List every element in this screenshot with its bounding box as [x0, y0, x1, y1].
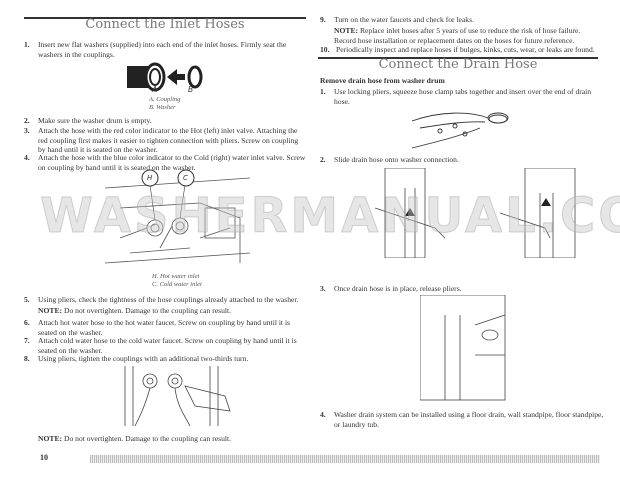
- step-item: 4. Attach the hose with the blue color i…: [24, 153, 306, 172]
- caption-coupling: A. Coupling: [149, 96, 181, 103]
- step-number: 1.: [24, 40, 30, 49]
- note-text: Replace inlet hoses after 5 years of use…: [334, 26, 581, 45]
- section-title-drain-hose: Connect the Drain Hose: [378, 57, 538, 72]
- faucet-pliers-illustration: [115, 366, 240, 428]
- step-number: 3.: [320, 284, 326, 293]
- caption-washer: B. Washer: [149, 104, 176, 111]
- step-number: 2.: [320, 155, 326, 164]
- step-item: 10. Periodically inspect and replace hos…: [320, 45, 619, 55]
- step-text: Using pliers, check the tightness of the…: [38, 295, 299, 304]
- section-rule: [24, 17, 306, 19]
- note: NOTE: Replace inlet hoses after 5 years …: [334, 26, 602, 45]
- step-text: Use locking pliers, squeeze hose clamp t…: [334, 87, 592, 106]
- step-number: 1.: [320, 87, 326, 96]
- step-text: Make sure the washer drum is empty.: [38, 116, 152, 125]
- step-item: 7. Attach cold water hose to the cold wa…: [24, 336, 306, 355]
- step-item: 1. Insert new flat washers (supplied) in…: [24, 40, 306, 59]
- step-number: 10.: [320, 45, 330, 54]
- note-text: Do not overtighten. Damage to the coupli…: [63, 434, 231, 443]
- note-label: NOTE:: [38, 306, 63, 315]
- footer-bar: [90, 455, 600, 463]
- label-b: B: [188, 85, 194, 94]
- step-item: 3. Once drain hose is in place, release …: [320, 284, 606, 294]
- caption-cold-inlet: C. Cold water inlet: [152, 281, 202, 288]
- step-item: 4. Washer drain system can be installed …: [320, 410, 606, 429]
- coupling-washer-illustration: [125, 58, 215, 98]
- step-number: 9.: [320, 15, 326, 24]
- step-number: 3.: [24, 126, 30, 135]
- step-text: Once drain hose is in place, release pli…: [334, 284, 462, 293]
- locking-pliers-illustration: [410, 106, 510, 151]
- page-number: 10: [40, 453, 48, 462]
- step-item: 5. Using pliers, check the tightness of …: [24, 295, 306, 305]
- label-a: A: [152, 85, 158, 94]
- step-number: 4.: [320, 410, 326, 419]
- watermark: WASHERMANUAL.COM: [40, 188, 620, 244]
- step-item: 2. Make sure the washer drum is empty.: [24, 116, 306, 126]
- step-text: Attach hot water hose to the hot water f…: [38, 318, 291, 337]
- step-number: 7.: [24, 336, 30, 345]
- step-number: 6.: [24, 318, 30, 327]
- step-item: 3. Attach the hose with the red color in…: [24, 126, 306, 155]
- step-number: 2.: [24, 116, 30, 125]
- step-text: Insert new flat washers (supplied) into …: [38, 40, 287, 59]
- step-number: 4.: [24, 153, 30, 162]
- label-c: C: [183, 174, 188, 182]
- step-text: Attach the hose with the blue color indi…: [38, 153, 306, 172]
- step-text: Periodically inspect and replace hoses i…: [336, 45, 595, 54]
- section-rule: [318, 57, 598, 59]
- label-h: H: [147, 174, 153, 182]
- subheading: Remove drain hose from washer drum: [320, 76, 445, 85]
- note-text: Do not overtighten. Damage to the coupli…: [63, 306, 231, 315]
- slide-drain-hose-illustration: [374, 167, 585, 259]
- drain-hose-in-place-illustration: [419, 294, 510, 403]
- step-text: Washer drain system can be installed usi…: [334, 410, 604, 429]
- step-text: Turn on the water faucets and check for …: [334, 15, 474, 24]
- step-item: 1. Use locking pliers, squeeze hose clam…: [320, 87, 606, 106]
- caption-hot-inlet: H. Hot water inlet: [152, 273, 200, 280]
- step-number: 5.: [24, 295, 30, 304]
- step-item: 9. Turn on the water faucets and check f…: [320, 15, 614, 25]
- step-item: 6. Attach hot water hose to the hot wate…: [24, 318, 306, 337]
- note: NOTE: Do not overtighten. Damage to the …: [38, 434, 298, 444]
- section-title-inlet-hoses: Connect the Inlet Hoses: [85, 17, 245, 32]
- step-text: Attach the hose with the red color indic…: [38, 126, 299, 155]
- note-label: NOTE:: [38, 434, 63, 443]
- step-text: Using pliers, tighten the couplings with…: [38, 354, 249, 363]
- step-text: Slide drain hose onto washer connection.: [334, 155, 459, 164]
- step-item: 2. Slide drain hose onto washer connecti…: [320, 155, 606, 165]
- step-number: 8.: [24, 354, 30, 363]
- washer-inlet-valves-illustration: [100, 168, 255, 270]
- step-text: Attach cold water hose to the cold water…: [38, 336, 297, 355]
- note-label: NOTE:: [334, 26, 359, 35]
- step-item: 8. Using pliers, tighten the couplings w…: [24, 354, 306, 364]
- note: NOTE: Do not overtighten. Damage to the …: [38, 306, 298, 316]
